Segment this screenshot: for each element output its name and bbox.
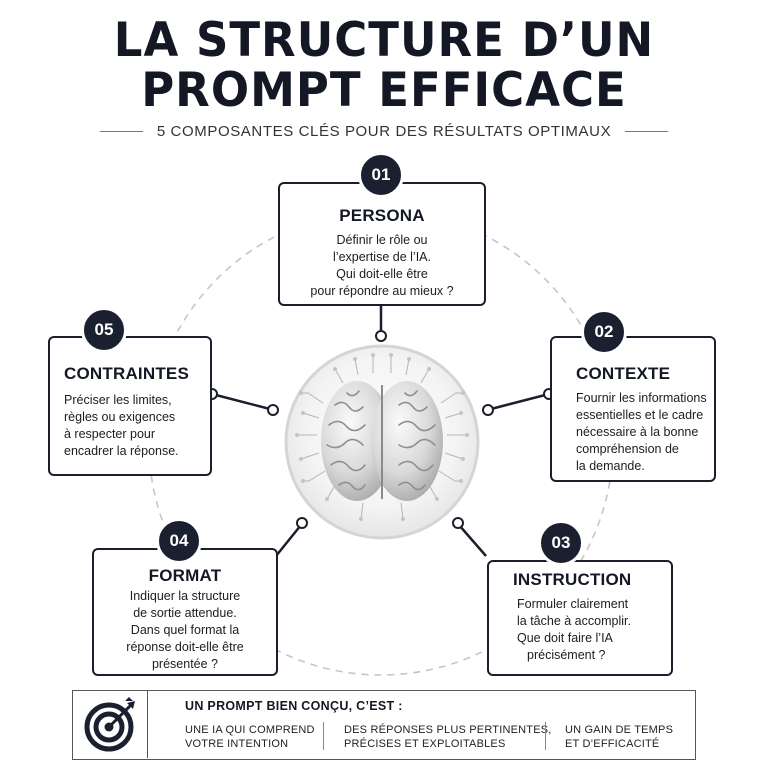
connector-dot-persona: [375, 330, 387, 342]
target-arrow-icon: [73, 691, 148, 758]
step-badge-04: 04: [156, 518, 202, 564]
step-title-format: FORMAT: [148, 566, 222, 585]
desc-line: à respecter pour: [64, 427, 156, 441]
desc-line: encadrer la réponse.: [64, 444, 179, 458]
desc-line: Définir le rôle ou: [336, 233, 428, 247]
desc-line: présentée ?: [151, 657, 219, 671]
step-badge-03: 03: [538, 520, 584, 566]
desc-line: Dans quel format la: [130, 623, 240, 637]
step-description-format: Indiquer la structure de sortie attendue…: [94, 588, 276, 673]
step-card-contraintes: CONTRAINTES Préciser les limites, règles…: [48, 336, 212, 476]
step-description-contraintes: Préciser les limites, règles ou exigence…: [64, 392, 210, 460]
desc-line: réponse doit-elle être: [126, 640, 244, 654]
desc-line: pour répondre au mieux ?: [310, 284, 454, 298]
desc-line: Que doit faire l’IA: [517, 631, 613, 645]
subtitle-rule-left: [100, 130, 143, 132]
step-badge-01: 01: [358, 152, 404, 198]
connector-contraintes: [211, 392, 271, 411]
connector-dot-format: [296, 517, 308, 529]
step-description-contexte: Fournir les informations essentielles et…: [576, 390, 714, 475]
step-title-instruction: INSTRUCTION: [513, 570, 632, 589]
desc-line: Fournir les informations: [576, 391, 707, 405]
desc-line: Formuler clairement: [517, 597, 629, 611]
desc-line: la demande.: [576, 459, 645, 473]
subtitle-rule-right: [625, 130, 669, 132]
page-title-line-2: PROMPT EFFICACE: [141, 61, 627, 118]
step-title-persona: PERSONA: [339, 206, 425, 225]
desc-line: compréhension de: [576, 442, 679, 456]
benefit-understanding: UNE IA QUI COMPREND VOTRE INTENTION: [185, 723, 315, 751]
desc-line: la tâche à accomplir.: [517, 614, 631, 628]
benefit-line: DES RÉPONSES PLUS PERTINENTES,: [344, 724, 552, 736]
benefit-line: VOTRE INTENTION: [185, 738, 289, 750]
benefit-divider: [323, 722, 324, 750]
desc-line: Qui doit-elle être: [336, 267, 428, 281]
benefit-efficiency: UN GAIN DE TEMPS ET D’EFFICACITÉ: [565, 723, 673, 751]
connector-dot-contexte-inner: [482, 404, 494, 416]
benefit-line: UNE IA QUI COMPREND: [185, 724, 315, 736]
connector-instruction: [458, 524, 487, 557]
connector-contexte: [490, 392, 550, 411]
benefit-relevance: DES RÉPONSES PLUS PERTINENTES, PRÉCISES …: [344, 723, 552, 751]
step-card-contexte: CONTEXTE Fournir les informations essent…: [550, 336, 716, 482]
desc-line: de sortie attendue.: [133, 606, 237, 620]
connector-format: [275, 524, 302, 557]
desc-line: Préciser les limites,: [64, 393, 172, 407]
summary-banner: UN PROMPT BIEN CONÇU, C’EST : UNE IA QUI…: [72, 690, 696, 760]
step-title-contexte: CONTEXTE: [576, 364, 671, 383]
desc-line: règles ou exigences: [64, 410, 176, 424]
step-card-format: FORMAT Indiquer la structure de sortie a…: [92, 548, 278, 676]
step-badge-05: 05: [81, 307, 127, 353]
desc-line: Indiquer la structure: [129, 589, 241, 603]
step-title-contraintes: CONTRAINTES: [64, 364, 189, 383]
step-badge-02: 02: [581, 309, 627, 355]
subtitle-row: 5 COMPOSANTES CLÉS POUR DES RÉSULTATS OP…: [100, 121, 669, 141]
desc-line: nécessaire à la bonne: [576, 425, 699, 439]
desc-line: précisément ?: [527, 648, 606, 662]
subtitle: 5 COMPOSANTES CLÉS POUR DES RÉSULTATS OP…: [156, 122, 612, 140]
benefit-divider: [545, 722, 546, 750]
step-card-persona: PERSONA Définir le rôle ou l’expertise d…: [278, 182, 486, 306]
connector-dot-instruction: [452, 517, 464, 529]
brain-circuit-icon: [283, 343, 481, 541]
benefit-line: ET D’EFFICACITÉ: [565, 738, 660, 750]
connector-dot-contraintes-inner: [267, 404, 279, 416]
benefit-line: PRÉCISES ET EXPLOITABLES: [344, 738, 506, 750]
step-description-persona: Définir le rôle ou l’expertise de l’IA. …: [280, 232, 484, 300]
banner-heading: UN PROMPT BIEN CONÇU, C’EST :: [185, 699, 403, 713]
desc-line: l’expertise de l’IA.: [333, 250, 431, 264]
desc-line: essentielles et le cadre: [576, 408, 704, 422]
step-card-instruction: INSTRUCTION Formuler clairement la tâche…: [487, 560, 673, 676]
step-description-instruction: Formuler clairement la tâche à accomplir…: [513, 596, 671, 664]
page-title-line-1: LA STRUCTURE D’UN: [113, 11, 655, 68]
benefit-line: UN GAIN DE TEMPS: [565, 724, 674, 736]
